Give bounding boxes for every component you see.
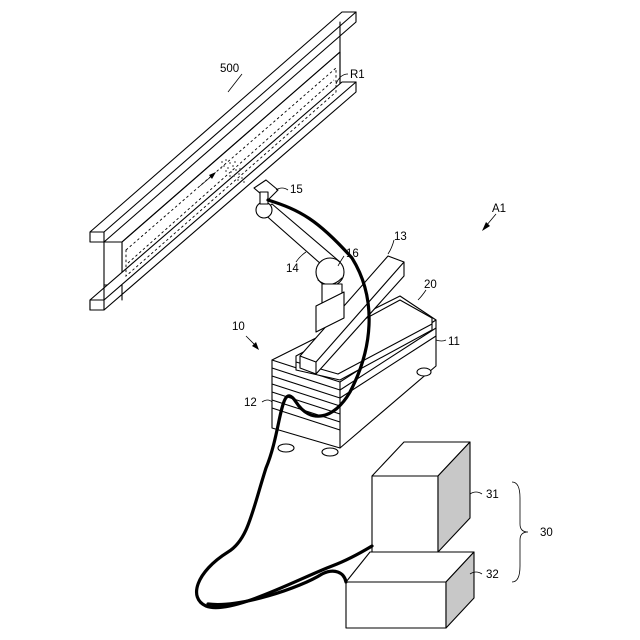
label-20: 20	[424, 279, 437, 291]
nozzle-tip	[260, 192, 268, 204]
supply-hose-lower	[208, 571, 346, 604]
label-12: 12	[244, 397, 257, 409]
label-15: 15	[290, 184, 303, 196]
wheel	[322, 448, 338, 456]
wheel	[278, 444, 294, 452]
unit-31-front	[372, 476, 438, 552]
label-13: 13	[394, 231, 407, 243]
unit-32-front	[346, 582, 446, 628]
i-beam	[90, 12, 356, 310]
label-500: 500	[220, 63, 239, 75]
label-11: 11	[448, 336, 460, 348]
label-10: 10	[232, 321, 245, 333]
label-14: 14	[286, 263, 299, 275]
label-31: 31	[486, 489, 499, 501]
label-a1: A1	[492, 203, 506, 215]
supply-units	[346, 442, 474, 628]
label-30: 30	[540, 527, 553, 539]
label-r1: R1	[350, 69, 365, 81]
label-16: 16	[346, 248, 359, 260]
wheel	[417, 368, 431, 376]
robot-base	[272, 256, 436, 456]
label-32: 32	[486, 569, 499, 581]
